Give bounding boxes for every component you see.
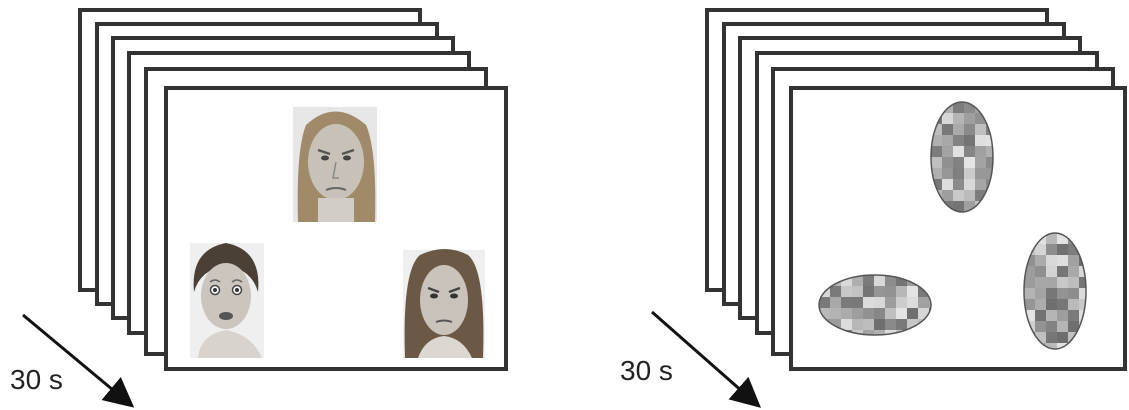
- right-duration-label: 30 s: [620, 355, 673, 386]
- right-time-arrow: [651, 310, 762, 408]
- left-time-arrow: [22, 313, 135, 408]
- face-bottom-right: [403, 249, 485, 358]
- left-duration-label: 30 s: [10, 364, 63, 395]
- left-frame-stack: [78, 8, 508, 371]
- right-frame-stack: [705, 8, 1127, 371]
- face-bottom-left: [190, 243, 264, 358]
- oval-bottom-left: [819, 275, 931, 335]
- face-top: [293, 107, 377, 222]
